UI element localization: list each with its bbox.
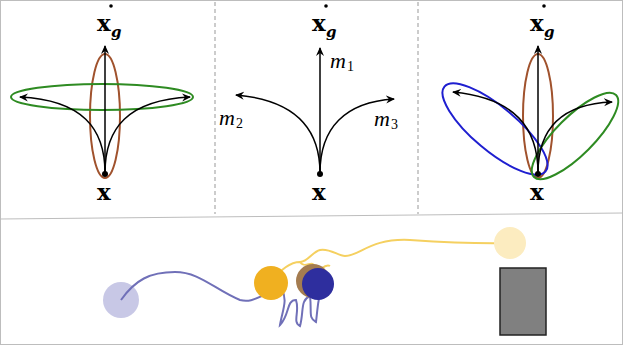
motion-label: m — [374, 108, 390, 130]
motion-label: m — [219, 107, 235, 129]
vector-label: x — [97, 180, 111, 203]
subscript: g — [544, 25, 555, 40]
vector-label: x — [312, 180, 326, 203]
subscript: g — [326, 25, 337, 40]
subscript: 3 — [391, 118, 398, 132]
subscript: 1 — [347, 60, 354, 74]
subscript: 2 — [236, 117, 243, 131]
subscript: g — [111, 25, 122, 40]
vector-label: x — [97, 11, 111, 34]
vector-label: x — [530, 11, 544, 34]
vector-label: x — [530, 180, 544, 203]
vector-label: x — [312, 11, 326, 34]
motion-label: m — [330, 50, 346, 72]
